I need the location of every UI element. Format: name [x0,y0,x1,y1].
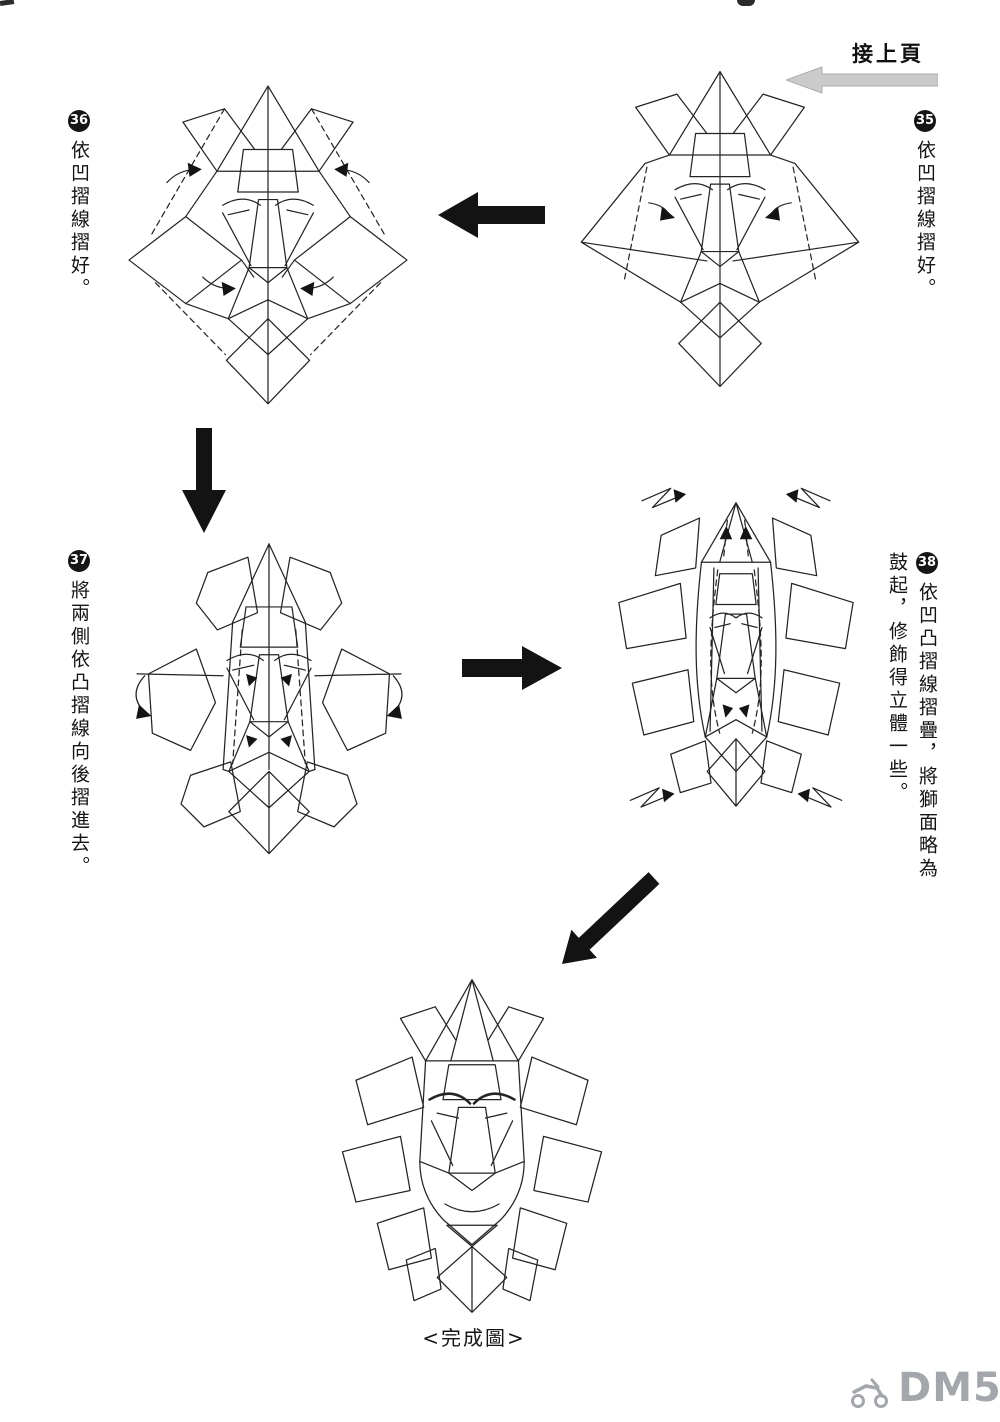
dm5-watermark-text: DM5 [898,1365,1000,1411]
continued-from-previous-label: 接上頁 [852,42,924,66]
step-38-number: 38 [916,552,938,574]
step-38-label: 38依凹凸摺線摺疊，將獅面略為鼓起，修飾得立體一些。 [882,552,942,887]
completed-figure-label: <完成圖> [422,1326,526,1350]
step-37-number: 37 [68,550,90,572]
origami-diagram-step-38 [618,487,854,808]
origami-diagram-finished-lion [341,979,603,1313]
dm5-watermark: DM5 [850,1368,1000,1408]
step-37-instruction: 將兩側依凸摺線向後摺進去。 [68,580,90,879]
step-36-label: 36 依凹摺線摺好。 [64,110,94,325]
arrow-step35-to-step36-icon [438,192,545,238]
origami-diagram-step-36 [128,85,408,405]
arrow-step38-to-finished-icon [562,872,660,964]
scan-artifact [0,0,15,6]
scan-artifact [737,0,755,6]
origami-diagram-step-35 [580,71,860,388]
step-37-label: 37 將兩側依凸摺線向後摺進去。 [64,550,94,895]
step-35-label: 35 依凹摺線摺好。 [910,110,940,325]
step-35-instruction: 依凹摺線摺好。 [914,140,936,301]
arrow-step37-to-step38-icon [462,646,562,690]
step-35-number: 35 [914,110,936,132]
step-38-instruction: 依凹凸摺線摺疊，將獅面略為鼓起，修飾得立體一些。 [886,552,938,881]
step-36-instruction: 依凹摺線摺好。 [68,140,90,301]
continued-arrow-icon [786,66,938,94]
origami-diagram-step-37 [135,543,403,855]
arrow-step36-to-step37-icon [182,428,226,533]
dm5-logo-scooter-icon [851,1378,888,1408]
step-36-number: 36 [68,110,90,132]
